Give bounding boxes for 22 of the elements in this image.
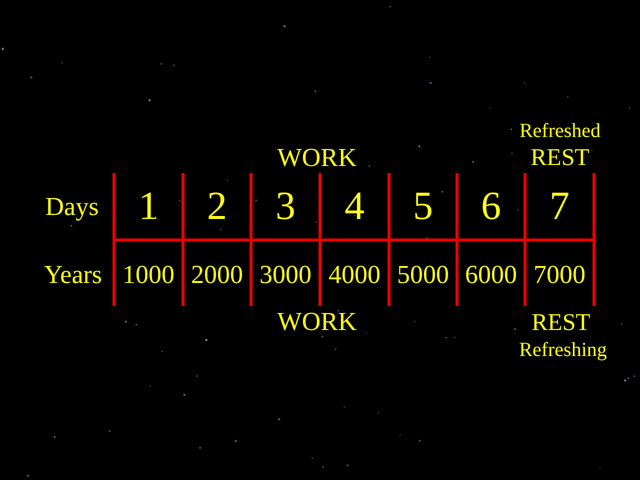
day-number: 2 — [207, 186, 227, 226]
year-number: 2000 — [191, 262, 243, 288]
day-number: 1 — [138, 186, 158, 226]
year-number: 5000 — [397, 262, 449, 288]
phase-label: REST — [530, 146, 590, 170]
year-number: 7000 — [534, 262, 586, 288]
day-number: 6 — [481, 186, 501, 226]
year-number: 1000 — [122, 262, 174, 288]
phase-label: WORK — [277, 145, 357, 171]
day-number: 5 — [413, 186, 433, 226]
year-number: 4000 — [328, 262, 380, 288]
day-number: 7 — [550, 186, 570, 226]
year-number: 3000 — [260, 262, 312, 288]
phase-label: WORK — [277, 309, 357, 335]
row-header: Days — [45, 194, 99, 220]
day-number: 3 — [276, 186, 296, 226]
phase-label: REST — [532, 311, 590, 335]
day-number: 4 — [344, 186, 364, 226]
note-text: Refreshed — [519, 121, 601, 141]
year-number: 6000 — [465, 262, 517, 288]
note-text: Refreshing — [519, 340, 607, 360]
row-header: Years — [44, 262, 102, 288]
